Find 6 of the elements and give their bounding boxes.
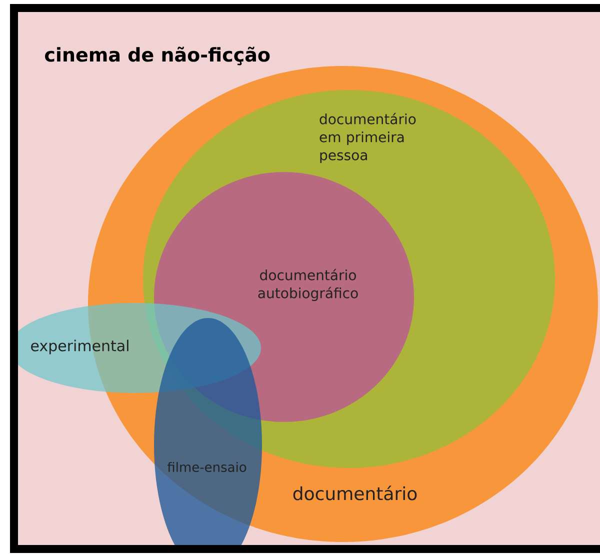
region-label: documentário autobiográfico	[258, 268, 358, 302]
region-label: documentário	[293, 486, 417, 500]
heading: cinema de não-ficção	[45, 46, 270, 66]
region-label: documentário em primeira pessoa	[320, 112, 416, 164]
region-label: experimental	[31, 340, 128, 354]
region-label: filme-ensaio	[167, 462, 246, 472]
